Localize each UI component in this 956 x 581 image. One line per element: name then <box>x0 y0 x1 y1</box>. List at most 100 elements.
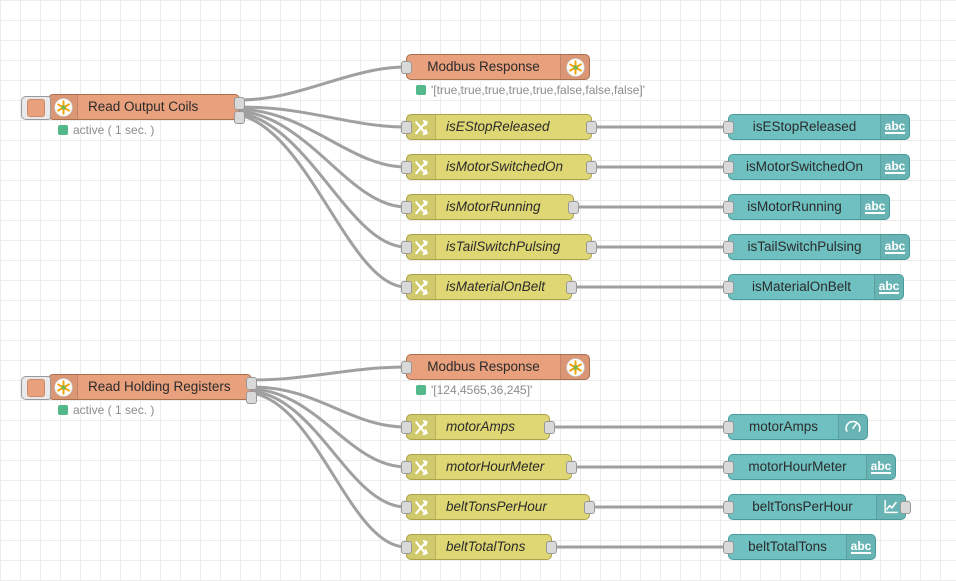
inject-button-swatch <box>27 379 45 397</box>
input-port[interactable] <box>401 421 412 434</box>
output-port[interactable] <box>544 421 555 434</box>
node-label: motorAmps <box>446 419 516 434</box>
modbus-star-icon <box>560 55 589 79</box>
node-label: beltTotalTons <box>446 539 526 554</box>
status-modbus-response-coils: '[true,true,true,true,true,false,false,f… <box>416 84 645 96</box>
input-port[interactable] <box>723 281 734 294</box>
input-port[interactable] <box>401 461 412 474</box>
output-port[interactable] <box>568 201 579 214</box>
input-port[interactable] <box>723 241 734 254</box>
node-label: isEStopReleased <box>446 119 550 134</box>
node-ui-motorhourmeter[interactable]: motorHourMeter abc <box>723 454 896 480</box>
wire <box>238 107 408 169</box>
wire <box>238 105 408 129</box>
output-port[interactable] <box>566 461 577 474</box>
node-label: isEStopReleased <box>752 119 857 134</box>
node-label: isMotorRunning <box>747 199 842 214</box>
gauge-icon <box>838 415 867 439</box>
status-dot <box>58 405 68 415</box>
node-label: Modbus Response <box>427 59 540 74</box>
abc-text-icon: abc <box>880 155 909 179</box>
wire <box>250 391 408 549</box>
input-port[interactable] <box>723 421 734 434</box>
wire <box>238 109 408 209</box>
input-port[interactable] <box>401 241 412 254</box>
node-function-ismotorswitchedon[interactable]: isMotorSwitchedOn <box>401 154 597 180</box>
output-port[interactable] <box>900 501 911 514</box>
input-port[interactable] <box>723 541 734 554</box>
node-label: isMotorSwitchedOn <box>745 159 864 174</box>
status-dot <box>58 125 68 135</box>
wire <box>250 365 408 382</box>
output-port-1[interactable] <box>234 97 245 110</box>
output-port[interactable] <box>586 121 597 134</box>
node-function-istailswitchpulsing[interactable]: isTailSwitchPulsing <box>401 234 597 260</box>
abc-text-icon: abc <box>880 235 909 259</box>
node-ui-ismotorrunning[interactable]: isMotorRunning abc <box>723 194 890 220</box>
node-ui-motoramps[interactable]: motorAmps <box>723 414 868 440</box>
input-port[interactable] <box>723 201 734 214</box>
input-port[interactable] <box>723 121 734 134</box>
input-port[interactable] <box>401 281 412 294</box>
input-port[interactable] <box>401 201 412 214</box>
output-port-2[interactable] <box>246 391 257 404</box>
input-port[interactable] <box>401 501 412 514</box>
status-text: active ( 1 sec. ) <box>73 403 155 417</box>
wire <box>238 111 408 249</box>
node-label: beltTonsPerHour <box>446 499 547 514</box>
inject-button-read-holding-registers[interactable] <box>21 376 51 400</box>
wire <box>250 385 408 429</box>
node-label: motorHourMeter <box>446 459 545 474</box>
node-ui-istailswitchpulsing[interactable]: isTailSwitchPulsing abc <box>723 234 910 260</box>
output-port-1[interactable] <box>246 377 257 390</box>
node-label: Read Holding Registers <box>88 379 231 394</box>
status-read-holding-registers: active ( 1 sec. ) <box>58 404 154 416</box>
status-modbus-response-registers: '[124,4565,36,245]' <box>416 384 532 396</box>
inject-button-swatch <box>27 99 45 117</box>
node-read-holding-registers[interactable]: Read Holding Registers <box>21 374 257 404</box>
input-port[interactable] <box>401 541 412 554</box>
output-port[interactable] <box>584 501 595 514</box>
inject-button-read-output-coils[interactable] <box>21 96 51 120</box>
input-port[interactable] <box>401 121 412 134</box>
node-function-isestopreleased[interactable]: isEStopReleased <box>401 114 597 140</box>
abc-text-icon: abc <box>880 115 909 139</box>
node-label: motorHourMeter <box>748 459 847 474</box>
node-ui-ismotorswitchedon[interactable]: isMotorSwitchedOn abc <box>723 154 910 180</box>
node-label: isTailSwitchPulsing <box>446 239 561 254</box>
node-function-ismotorrunning[interactable]: isMotorRunning <box>401 194 579 220</box>
output-port-2[interactable] <box>234 111 245 124</box>
node-label: beltTonsPerHour <box>752 499 853 514</box>
node-read-output-coils[interactable]: Read Output Coils <box>21 94 245 124</box>
node-label: Read Output Coils <box>88 99 199 114</box>
node-function-motoramps[interactable]: motorAmps <box>401 414 555 440</box>
node-ui-ismaterialonbelt[interactable]: isMaterialOnBelt abc <box>723 274 904 300</box>
status-text: active ( 1 sec. ) <box>73 123 155 137</box>
input-port[interactable] <box>401 161 412 174</box>
status-dot <box>416 85 426 95</box>
input-port[interactable] <box>723 461 734 474</box>
input-port[interactable] <box>723 161 734 174</box>
output-port[interactable] <box>546 541 557 554</box>
node-function-belttonsperhour[interactable]: beltTonsPerHour <box>401 494 595 520</box>
output-port[interactable] <box>586 161 597 174</box>
output-port[interactable] <box>586 241 597 254</box>
node-label: isMaterialOnBelt <box>751 279 852 294</box>
input-port[interactable] <box>401 361 412 374</box>
node-label: isMotorRunning <box>446 199 541 214</box>
modbus-star-icon <box>49 375 78 399</box>
input-port[interactable] <box>401 61 412 74</box>
node-function-ismaterialonbelt[interactable]: isMaterialOnBelt <box>401 274 577 300</box>
node-modbus-response-coils[interactable]: Modbus Response <box>401 54 590 80</box>
wire <box>238 113 408 289</box>
node-ui-isestopreleased[interactable]: isEStopReleased abc <box>723 114 910 140</box>
node-function-motorhourmeter[interactable]: motorHourMeter <box>401 454 577 480</box>
modbus-star-icon <box>49 95 78 119</box>
input-port[interactable] <box>723 501 734 514</box>
node-modbus-response-registers[interactable]: Modbus Response <box>401 354 590 380</box>
node-ui-belttotaltons[interactable]: beltTotalTons abc <box>723 534 876 560</box>
node-ui-belttonsperhour[interactable]: beltTonsPerHour <box>723 494 911 520</box>
node-function-belttotaltons[interactable]: beltTotalTons <box>401 534 557 560</box>
output-port[interactable] <box>566 281 577 294</box>
